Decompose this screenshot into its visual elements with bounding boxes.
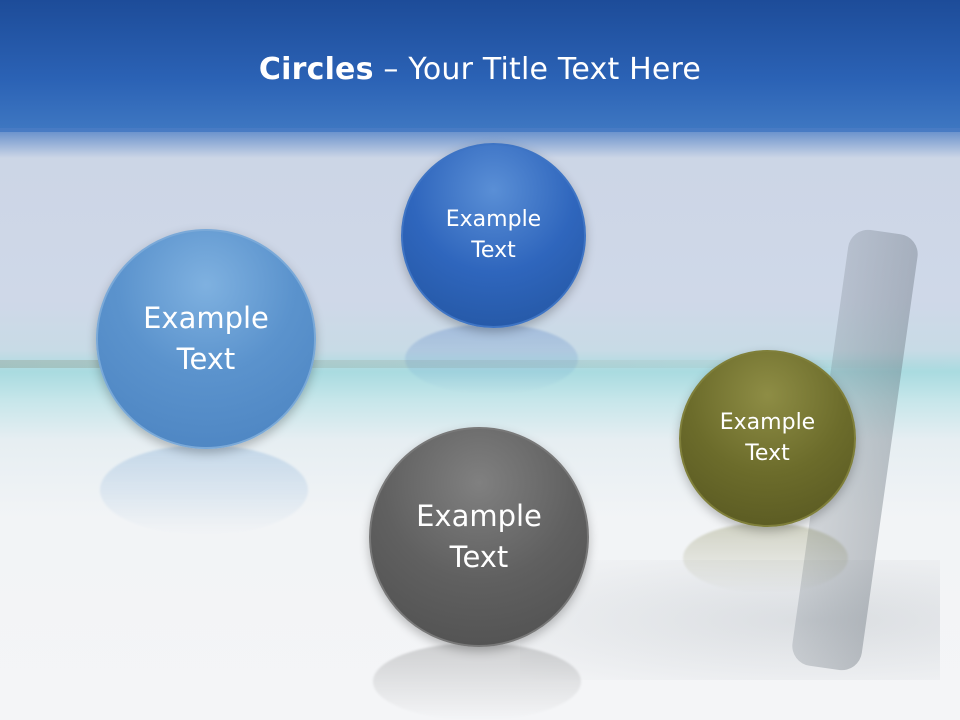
palm-shadow bbox=[520, 560, 940, 680]
circle-1: Example Text bbox=[96, 229, 316, 449]
circle-2-reflection bbox=[405, 324, 578, 394]
circle-4: Example Text bbox=[679, 350, 856, 527]
circle-3: Example Text bbox=[369, 427, 589, 647]
horizon bbox=[0, 360, 960, 368]
circle-3-label: Example Text bbox=[416, 499, 542, 574]
slide-title: Circles – Your Title Text Here bbox=[0, 52, 960, 87]
circle-1-label: Example Text bbox=[143, 301, 269, 376]
title-band bbox=[0, 0, 960, 132]
circle-4-label: Example Text bbox=[719, 409, 816, 466]
title-bold: Circles bbox=[258, 52, 374, 87]
circle-4-reflection bbox=[683, 523, 848, 593]
title-rest: – Your Title Text Here bbox=[373, 52, 702, 87]
circle-2-label: Example Text bbox=[445, 206, 542, 263]
circle-1-reflection bbox=[100, 445, 308, 535]
circle-3-reflection bbox=[373, 643, 581, 720]
circle-2: Example Text bbox=[401, 143, 586, 328]
